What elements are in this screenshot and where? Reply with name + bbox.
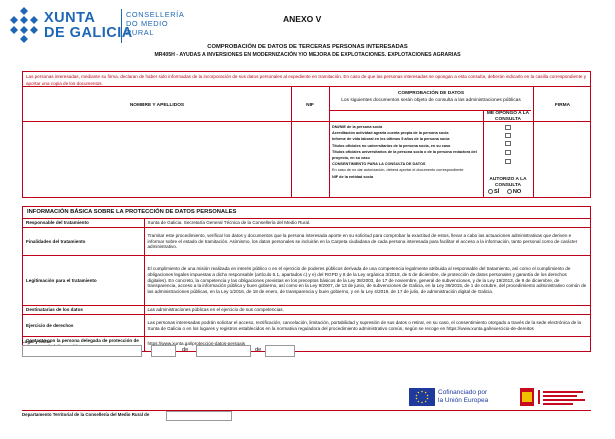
col-divider <box>533 87 534 197</box>
row-value: Las administraciones públicas en el ejer… <box>144 305 590 315</box>
brand-name: XUNTA DE GALICIA <box>44 11 133 41</box>
consent-title: CONSENTIMIENTO PARA LA CONSULTA DE DATOS <box>332 162 426 167</box>
place-field[interactable] <box>22 345 142 357</box>
authorize-options: SÍ NO <box>488 189 521 195</box>
dept-line-3: RURAL <box>126 28 155 37</box>
department-field[interactable] <box>166 411 232 421</box>
dept-line-1: CONSELLERÍA <box>126 10 185 19</box>
de-separator: de <box>255 347 262 353</box>
data-protection-table: Responsable del tratamiento Xunta de Gal… <box>23 218 590 351</box>
doc-item: Títulos oficiales universitarios de la p… <box>332 149 477 161</box>
doc-item: Acreditación actividad agraria cuenta pr… <box>332 131 449 136</box>
oppose-checkbox[interactable] <box>505 141 511 146</box>
logo-divider <box>121 9 122 43</box>
row-label: Legitimación para el tratamiento <box>23 255 145 306</box>
data-protection-heading: INFORMACIÓN BÁSICA SOBRE LA PROTECCIÓN D… <box>27 209 237 215</box>
check-column-subtitle: Los siguientes documentos serán objeto d… <box>341 98 521 103</box>
table-row: Finalidades del tratamiento Tramitar est… <box>23 227 590 256</box>
eu-line-1: Cofinanciado por <box>438 389 488 396</box>
doc-item: DNI/NIE de la persona socia <box>332 125 383 129</box>
oppose-checkbox[interactable] <box>505 125 511 130</box>
document-subtitle: MR405H - AYUDAS A INVERSIONES EN MODERNI… <box>154 52 461 58</box>
row-label: Destinatarias de los datos <box>23 305 145 315</box>
de-separator: de <box>182 347 189 353</box>
footer-label: Departamento Territorial de la Conseller… <box>22 412 150 417</box>
oppose-header: ME OPONGO A LA CONSULTA <box>486 111 530 123</box>
data-protection-section: INFORMACIÓN BÁSICA SOBRE LA PROTECCIÓN D… <box>22 206 591 352</box>
xunta-cross-icon <box>10 7 38 43</box>
yes-radio[interactable] <box>488 189 493 195</box>
table-row: Legitimación para el tratamiento El cump… <box>23 255 590 306</box>
no-label: NO <box>512 189 522 195</box>
eu-text: Cofinanciado por la Unión Europea <box>438 389 488 405</box>
comma-separator: , <box>145 347 147 353</box>
department-name: CONSELLERÍA DO MEDIO RURAL <box>126 10 184 37</box>
footer-divider <box>22 410 591 411</box>
place-date-label: Lugar y fecha <box>22 339 51 344</box>
month-field[interactable] <box>196 345 251 357</box>
brand-line-1: XUNTA <box>44 10 96 26</box>
eu-cofinance-logo: Cofinanciado por la Unión Europea <box>409 386 514 408</box>
table-row: Contacto con la persona delegada de prot… <box>23 335 590 351</box>
annex-label: ANEXO V <box>283 14 322 24</box>
row-label: Responsable del tratamiento <box>23 218 145 228</box>
col-divider <box>329 87 330 197</box>
document-list: DNI/NIE de la persona socia Acreditación… <box>332 124 480 180</box>
document-title: COMPROBACIÓN DE DATOS DE TERCERAS PERSON… <box>207 44 408 50</box>
eu-flag-icon <box>409 388 435 406</box>
year-field[interactable] <box>265 345 295 357</box>
row-value: Las personas interesadas podrán solicita… <box>144 314 590 337</box>
oppose-checkbox[interactable] <box>505 150 511 155</box>
check-column-title: COMPROBACIÓN DE DATOS <box>397 91 465 96</box>
consent-text: En caso de no dar autorización, deberá a… <box>332 168 464 173</box>
col-divider <box>483 110 484 197</box>
nif-column-header: NIF <box>306 103 314 108</box>
table-row: Destinatarias de los datos Las administr… <box>23 305 590 315</box>
consult-table: NOMBRE Y APELLIDOS NIF COMPROBACIÓN DE D… <box>22 86 591 198</box>
table-row: Ejercicio de derechos Las personas inter… <box>23 314 590 337</box>
doc-item: Títulos oficiales no universitarios de l… <box>332 143 451 148</box>
day-field[interactable] <box>151 345 176 357</box>
intro-paragraph: Las personas interesadas, mediante su fi… <box>22 71 591 88</box>
oppose-checkbox[interactable] <box>505 159 511 164</box>
table-row: Responsable del tratamiento Xunta de Gal… <box>23 218 590 228</box>
brand-line-2: DE GALICIA <box>44 25 133 41</box>
no-radio[interactable] <box>506 189 512 195</box>
header-divider <box>23 121 590 122</box>
xunta-logo: XUNTA DE GALICIA CONSELLERÍA DO MEDIO RU… <box>8 5 184 49</box>
sub-header-divider <box>329 110 531 111</box>
oppose-checkbox[interactable] <box>505 133 511 138</box>
name-column-header: NOMBRE Y APELLIDOS <box>129 103 185 108</box>
eu-line-2: la Unión Europea <box>438 397 489 404</box>
row-value: Xunta de Galicia. Secretaría General Téc… <box>144 218 590 228</box>
yes-label: SÍ <box>494 189 500 195</box>
col-divider <box>291 87 292 197</box>
row-value: https://www.xunta.gal/proteccion-datos-p… <box>144 335 590 351</box>
row-label: Finalidades del tratamiento <box>23 227 145 256</box>
row-value: Tramitar este procedimiento, verificar l… <box>144 227 590 256</box>
row-value: El cumplimiento de una misión realizada … <box>144 255 590 306</box>
doc-item: Informe de vida laboral en los últimos 5… <box>332 137 450 142</box>
government-emblem <box>520 388 585 406</box>
firma-column-header: FIRMA <box>554 103 571 108</box>
consent-doc: NIF de la entidad socia <box>332 174 374 179</box>
authorize-header: AUTORIZO A LA CONSULTA <box>489 177 527 189</box>
dept-line-2: DO MEDIO <box>126 19 169 28</box>
row-label: Ejercicio de derechos <box>23 314 145 337</box>
